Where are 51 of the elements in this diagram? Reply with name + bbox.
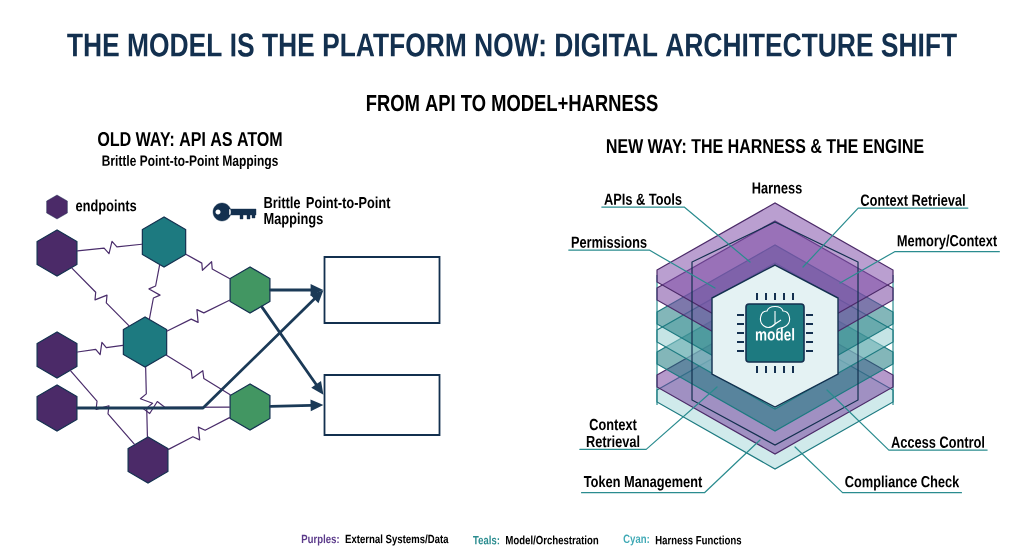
- leader-line: [826, 389, 988, 451]
- connector-line: [148, 264, 161, 320]
- hexagon: [36, 384, 78, 432]
- chip: model: [745, 303, 805, 363]
- layer-label: Access Control: [891, 436, 985, 448]
- layer-label: Token Management: [583, 475, 703, 491]
- legend-label: endpoints: [76, 199, 137, 215]
- layer-label: APIs & Tools: [604, 193, 682, 205]
- connector-line: [139, 366, 154, 438]
- legend-label: Brittle Point-to-Point Mappings: [264, 196, 391, 228]
- legend-key: Teals:: [473, 535, 500, 545]
- connector-line: [165, 354, 231, 396]
- layer-label: Context Retrieval: [860, 194, 965, 206]
- hexagon: [229, 383, 271, 431]
- legend-key: Purples:: [301, 534, 339, 546]
- service-box: [323, 374, 441, 436]
- subtitle: FROM API TO MODEL+HARNESS: [366, 94, 658, 112]
- legend-label: Harness Functions: [655, 535, 742, 545]
- legend-label: Model/Orchestration: [506, 535, 599, 545]
- hexagon: [141, 216, 187, 268]
- leader-line: [579, 386, 718, 450]
- leader-line: [568, 249, 716, 289]
- layer-label: Memory/Context: [897, 234, 997, 250]
- section-heading: NEW WAY: THE HARNESS & THE ENGINE: [606, 138, 924, 154]
- hexagon: [127, 436, 169, 484]
- leader-line: [839, 251, 1000, 284]
- connector-line: [167, 417, 231, 450]
- layer-label: Context Retrieval: [586, 418, 640, 448]
- connector-line: [70, 370, 135, 445]
- hexagon: [36, 229, 78, 277]
- connector-line: [71, 267, 130, 327]
- layer-label: Harness: [752, 182, 802, 194]
- leader-line: [601, 206, 751, 263]
- hexagon: [122, 316, 168, 368]
- hexagon: [229, 266, 271, 314]
- leader-line: [794, 446, 963, 494]
- connector-line: [76, 341, 124, 356]
- connector-line: [185, 253, 231, 280]
- leader-line: [802, 207, 969, 268]
- leader-line: [580, 439, 761, 494]
- section-heading: OLD WAY: API AS ATOM: [98, 131, 282, 147]
- layer-label: Permissions: [571, 236, 647, 248]
- layer-label: Compliance Check: [845, 475, 960, 491]
- section-subheading: Brittle Point-to-Point Mappings: [102, 155, 278, 170]
- title: THE MODEL IS THE PLATFORM NOW: DIGITAL ARCHITECTURE SHIFT: [67, 33, 957, 57]
- connector-line: [76, 240, 143, 255]
- hexagon: [36, 331, 78, 379]
- legend-key: Cyan:: [623, 534, 649, 546]
- service-box: [323, 256, 441, 324]
- legend-label: External Systems/Data: [345, 534, 449, 546]
- connector-line: [166, 299, 231, 332]
